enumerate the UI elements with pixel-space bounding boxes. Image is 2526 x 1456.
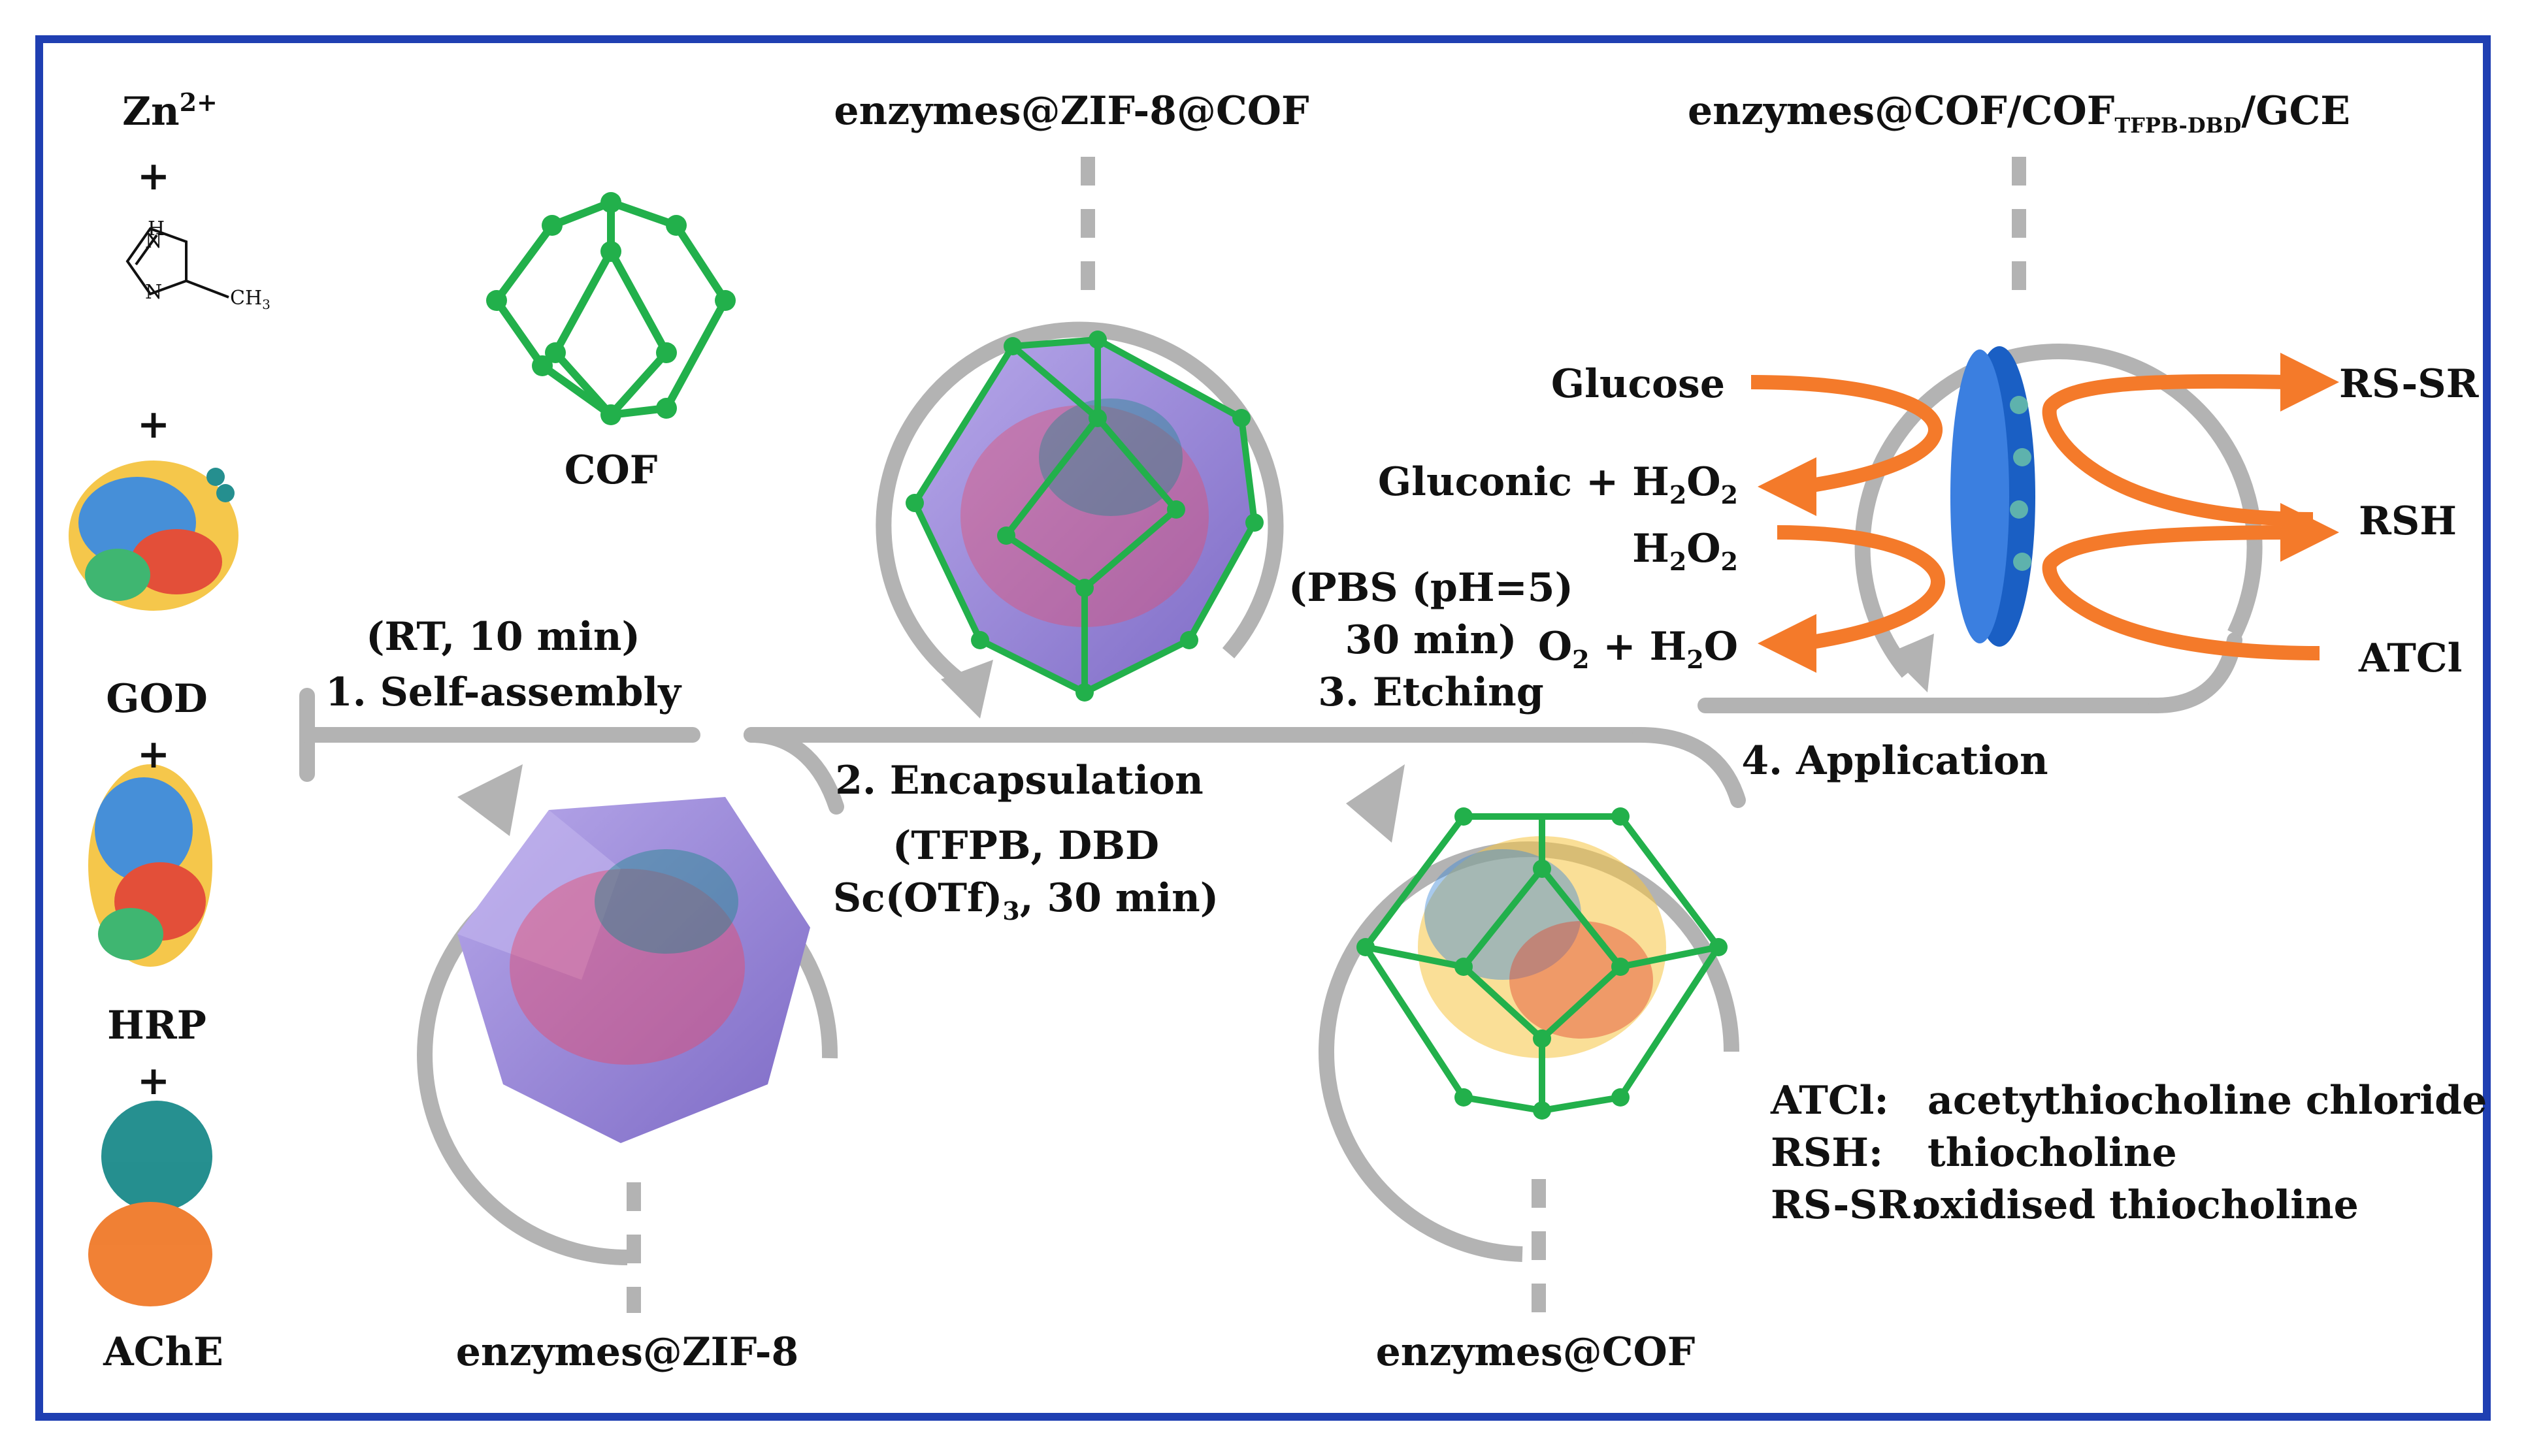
etching-conditions-1: (PBS (pH=5) [1288, 565, 1573, 611]
zif8-cof-label: enzymes@ZIF-8@COF [834, 88, 1309, 134]
o2-h2o-label: O2 + H2O [1537, 624, 1738, 674]
plus-4: + [137, 1058, 171, 1104]
imidazole-structure [125, 227, 229, 299]
imidazole-methyl: CH3 [230, 287, 271, 312]
legend-def-rssr: oxidised thiocholine [1914, 1182, 2359, 1228]
legend-abbr-rsh: RSH: [1771, 1130, 1884, 1176]
dashed-connectors [627, 157, 2026, 1313]
plus-3: + [137, 732, 171, 777]
god-label: GOD [106, 676, 208, 722]
legend-def-atcl: acetythiocholine chloride [1927, 1078, 2487, 1124]
legend-abbr-atcl: ATCl: [1771, 1078, 1889, 1124]
h2o2-label: H2O2 [1632, 526, 1738, 576]
reaction-arrows [1750, 374, 2320, 660]
protein-god [69, 461, 238, 611]
glucose-label: Glucose [1550, 361, 1725, 407]
hrp-label: HRP [107, 1003, 206, 1048]
cycle-arrow-3 [1319, 841, 1739, 1262]
cycle-arrow-4 [1854, 344, 2263, 678]
plus-1: + [137, 154, 171, 199]
rsh-label: RSH [2359, 498, 2457, 544]
etching-label: 3. Etching [1318, 670, 1544, 715]
cof-cage [491, 198, 730, 419]
electrode [1950, 346, 2035, 647]
cof-label: COF [564, 447, 658, 493]
encapsulation-label: 2. Encapsulation [835, 758, 1204, 803]
electrode-label: enzymes@COF/COFTFPB-DBD/GCE [1687, 88, 2351, 138]
zif8-crystal [457, 797, 810, 1143]
rssr-label: RS-SR [2339, 361, 2479, 407]
legend-def-rsh: thiocholine [1927, 1130, 2177, 1176]
encapsulation-conditions-1: (TFPB, DBD [892, 823, 1160, 869]
self-assembly-conditions: (RT, 10 min) [366, 614, 640, 660]
atcl-label: ATCl [2359, 636, 2463, 681]
reaction-arrow-heads [1758, 353, 2339, 673]
imidazole-n1: N [145, 230, 163, 253]
self-assembly-label: 1. Self-assembly [325, 670, 681, 715]
zif8-label: enzymes@ZIF-8 [455, 1329, 799, 1375]
cof-nodes [486, 192, 736, 425]
plus-2: + [137, 402, 171, 447]
imidazole-n2: N [145, 281, 163, 304]
zif8-cof-crystal [906, 331, 1264, 702]
zn-label: Zn2+ [122, 88, 218, 135]
protein-ache [88, 1101, 212, 1306]
gluconic-label: Gluconic + H2O2 [1377, 459, 1738, 510]
application-label: 4. Application [1741, 738, 2048, 784]
cycle-arrow-heads [457, 634, 1934, 843]
enzymes-cof-cage [1356, 807, 1728, 1120]
imidazole-h: H [148, 218, 165, 240]
protein-hrp [88, 764, 212, 967]
encapsulation-conditions-2: Sc(OTf)3, 30 min) [832, 875, 1219, 926]
enzymes-cof-label: enzymes@COF [1375, 1329, 1696, 1375]
cycle-arrow-2 [876, 321, 1284, 692]
etching-conditions-2: 30 min) [1345, 617, 1517, 663]
legend-abbr-rssr: RS-SR: [1771, 1182, 1925, 1228]
ache-label: AChE [103, 1329, 223, 1375]
